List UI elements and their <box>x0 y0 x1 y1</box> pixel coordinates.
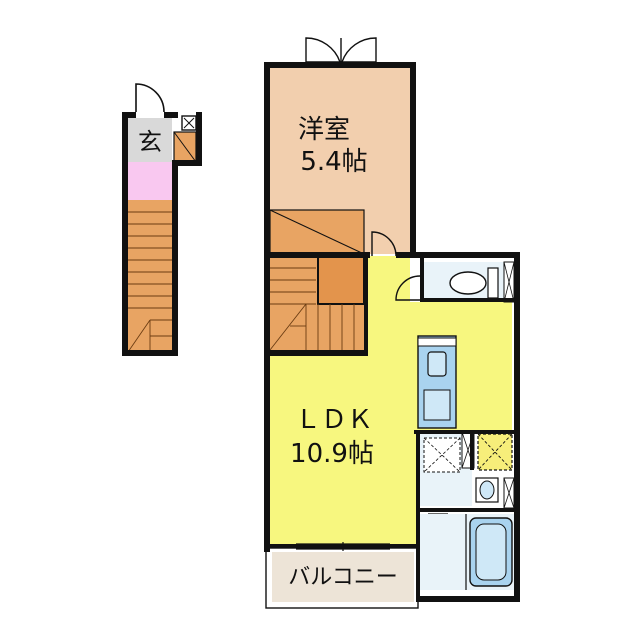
western-room-size: 5.4帖 <box>300 147 367 177</box>
washroom <box>420 431 515 530</box>
western-room-name: 洋室 <box>298 115 350 145</box>
main-walls <box>264 62 520 602</box>
entrance-section: 玄 <box>122 83 202 356</box>
stairwell <box>269 255 366 352</box>
stair-storage <box>317 255 365 305</box>
ldk-room-name: ＬＤＫ <box>295 405 373 435</box>
balcony-label: バルコニー <box>288 565 398 590</box>
toilet-door-swing <box>395 275 421 301</box>
kitchen-stove <box>423 389 451 421</box>
genkan-floor <box>128 118 172 162</box>
entrance-walls <box>122 112 202 356</box>
stairwell-treads <box>269 267 355 351</box>
kitchen-sink <box>427 351 447 377</box>
toilet-room <box>424 261 515 303</box>
basin-bowl <box>479 480 495 500</box>
kitchen-hood <box>417 337 457 347</box>
western-door-swing <box>371 231 397 257</box>
balcony-floor <box>272 552 414 602</box>
bathtub-inner <box>475 523 507 581</box>
toilet-bowl <box>449 271 487 295</box>
hall-pink-floor <box>128 162 172 200</box>
entrance-door-swing <box>135 83 165 113</box>
entrance-stair-treads <box>127 211 172 353</box>
toilet-tank <box>487 267 499 299</box>
western-room <box>269 37 410 255</box>
balcony: バルコニー <box>265 547 419 609</box>
genkan-label: 玄 <box>138 128 162 156</box>
bathroom <box>420 514 514 590</box>
balcony-window-top <box>305 37 377 63</box>
ldk-room-size: 10.9帖 <box>290 439 374 469</box>
